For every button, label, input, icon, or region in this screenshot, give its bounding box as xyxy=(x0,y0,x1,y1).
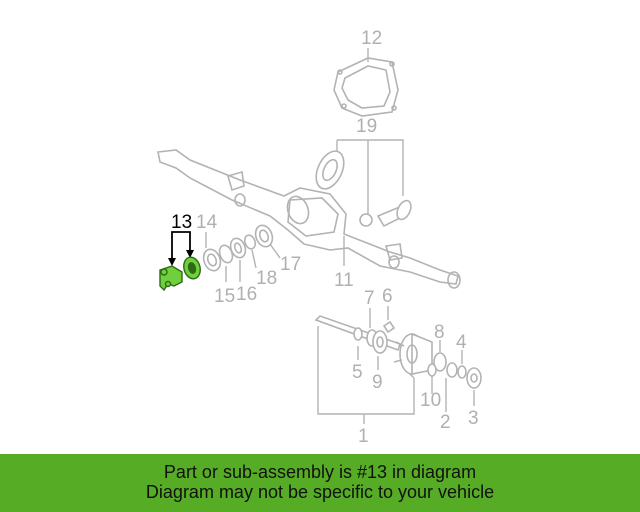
part-13-seal[interactable] xyxy=(181,255,202,280)
part-10-bearing[interactable] xyxy=(427,363,437,377)
callout-17[interactable]: 17 xyxy=(280,254,301,275)
callout-1[interactable]: 1 xyxy=(358,426,369,447)
part-6-clip[interactable] xyxy=(382,320,396,334)
callout-2[interactable]: 2 xyxy=(440,412,451,433)
callout-8[interactable]: 8 xyxy=(434,322,445,343)
parts-diagram: 12 19 13 14 15 16 18 17 11 7 6 8 4 5 9 1… xyxy=(157,28,482,447)
part-19-ring-gear[interactable] xyxy=(311,147,350,193)
part-13-pinion-yoke[interactable] xyxy=(159,265,183,292)
info-banner: Part or sub-assembly is #13 in diagram D… xyxy=(0,454,640,512)
callout-7[interactable]: 7 xyxy=(364,288,375,309)
callout-5[interactable]: 5 xyxy=(352,362,363,383)
part-9-bearing[interactable] xyxy=(372,330,388,354)
callout-12[interactable]: 12 xyxy=(361,28,382,49)
callout-9[interactable]: 9 xyxy=(372,372,383,393)
part-hub[interactable] xyxy=(393,332,433,375)
callout-19[interactable]: 19 xyxy=(356,116,377,137)
leader-13 xyxy=(171,231,191,250)
part-19-pinion[interactable] xyxy=(359,198,414,228)
arrow-13-left xyxy=(168,258,176,266)
part-12-cover-gasket[interactable] xyxy=(333,57,399,117)
callout-14[interactable]: 14 xyxy=(196,212,218,233)
callout-15[interactable]: 15 xyxy=(214,286,235,307)
leader-17 xyxy=(269,243,281,259)
part-3-hub-cap[interactable] xyxy=(466,367,482,389)
callout-6[interactable]: 6 xyxy=(382,286,393,307)
part-14-bearing[interactable] xyxy=(201,247,224,273)
callout-18[interactable]: 18 xyxy=(256,268,277,289)
part-2-nut[interactable] xyxy=(446,362,458,378)
part-4-washer[interactable] xyxy=(457,365,467,379)
leader-1-bracket xyxy=(317,326,415,415)
callout-16[interactable]: 16 xyxy=(236,284,257,305)
part-8-race[interactable] xyxy=(433,352,447,372)
part-11-axle-housing[interactable] xyxy=(157,149,461,289)
part-16-race[interactable] xyxy=(228,236,248,260)
banner-line-part: Part or sub-assembly is #13 in diagram xyxy=(163,462,477,482)
callout-3[interactable]: 3 xyxy=(468,408,479,429)
part-18-spacer[interactable] xyxy=(243,234,257,251)
leader-hub xyxy=(409,373,415,379)
leader-19 xyxy=(337,139,404,196)
arrow-13-right xyxy=(186,250,194,258)
part-5-retainer[interactable] xyxy=(353,327,363,341)
callout-13[interactable]: 13 xyxy=(171,212,192,233)
leader-18 xyxy=(251,249,257,269)
callout-11[interactable]: 11 xyxy=(334,270,354,291)
callout-4[interactable]: 4 xyxy=(456,332,467,353)
banner-line-disclaimer: Diagram may not be specific to your vehi… xyxy=(145,482,495,502)
part-17-seal[interactable] xyxy=(253,223,276,249)
callout-10[interactable]: 10 xyxy=(420,390,441,411)
